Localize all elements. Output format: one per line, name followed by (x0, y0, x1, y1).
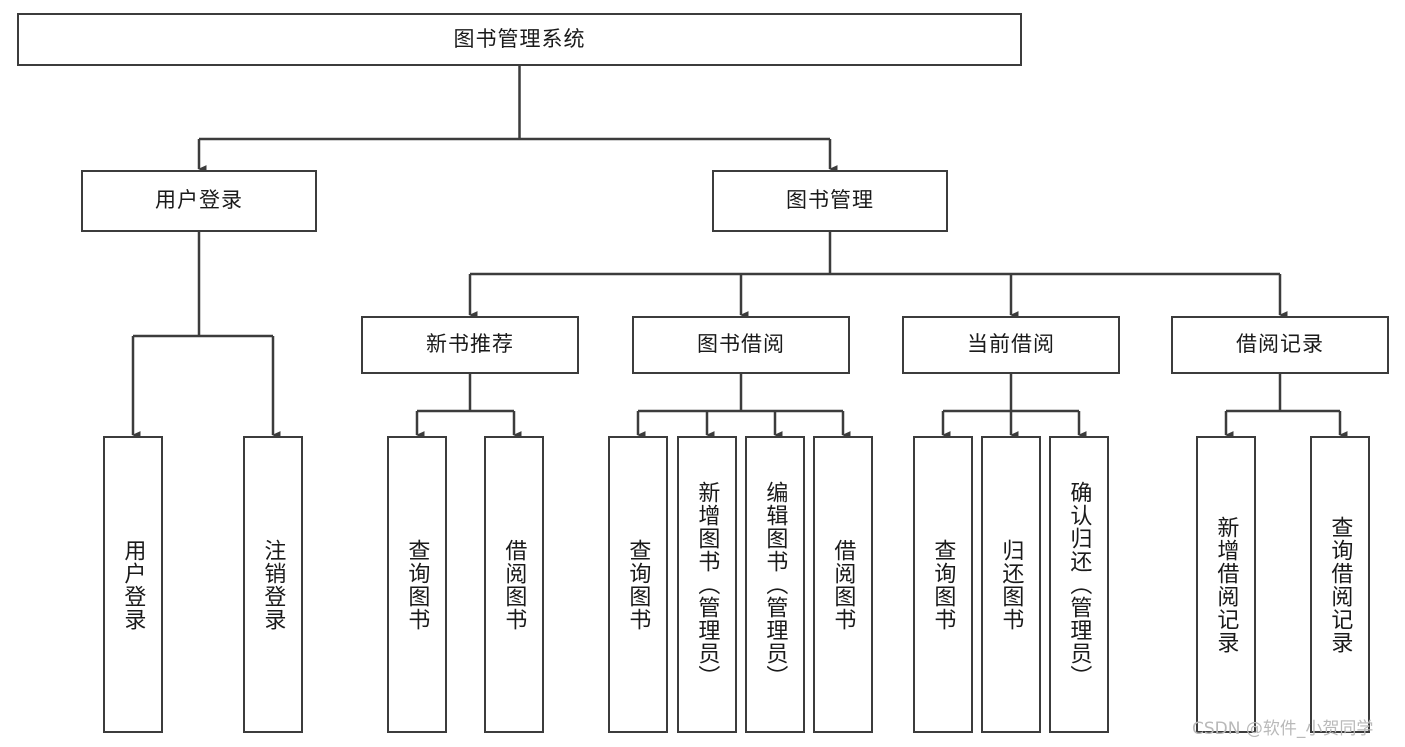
node-cb-query-book: 查询图书 (913, 436, 973, 733)
node-label: 图书管理 (786, 189, 874, 213)
node-nbr-borrow-book: 借阅图书 (484, 436, 544, 733)
node-label: 新增图书（管理员） (695, 481, 721, 688)
node-book-management: 图书管理 (712, 170, 948, 232)
node-root: 图书管理系统 (17, 13, 1022, 66)
node-bb-add-book: 新增图书（管理员） (677, 436, 737, 733)
node-nbr-query-book: 查询图书 (387, 436, 447, 733)
node-new-book-recommend: 新书推荐 (361, 316, 579, 374)
node-label: 借阅图书 (502, 538, 528, 631)
node-book-borrow: 图书借阅 (632, 316, 850, 374)
node-label: 当前借阅 (967, 333, 1055, 357)
node-user-logout: 注销登录 (243, 436, 303, 733)
node-label: 借阅图书 (831, 538, 857, 631)
node-label: 新书推荐 (426, 333, 514, 357)
node-current-borrow: 当前借阅 (902, 316, 1120, 374)
node-label: 新增借阅记录 (1214, 515, 1240, 654)
node-label: 用户登录 (155, 189, 243, 213)
node-borrow-record: 借阅记录 (1171, 316, 1389, 374)
node-label: 归还图书 (999, 538, 1025, 631)
node-label: 图书借阅 (697, 333, 785, 357)
node-label: 查询借阅记录 (1328, 515, 1354, 654)
node-label: 确认归还（管理员） (1067, 481, 1093, 688)
node-cb-confirm-return: 确认归还（管理员） (1049, 436, 1109, 733)
node-label: 借阅记录 (1236, 333, 1324, 357)
csdn-watermark: CSDN @软件_小贺同学 (1192, 719, 1374, 739)
node-cb-return-book: 归还图书 (981, 436, 1041, 733)
node-bb-borrow-book: 借阅图书 (813, 436, 873, 733)
node-user-login: 用户登录 (81, 170, 317, 232)
node-user-login-do: 用户登录 (103, 436, 163, 733)
node-label: 查询图书 (931, 538, 957, 631)
node-label: 图书管理系统 (453, 27, 586, 51)
node-label: 编辑图书（管理员） (763, 481, 789, 688)
node-br-add-record: 新增借阅记录 (1196, 436, 1256, 733)
node-bb-edit-book: 编辑图书（管理员） (745, 436, 805, 733)
node-br-query-record: 查询借阅记录 (1310, 436, 1370, 733)
node-bb-query-book: 查询图书 (608, 436, 668, 733)
node-label: 注销登录 (261, 538, 287, 631)
node-label: 用户登录 (121, 538, 147, 631)
node-label: 查询图书 (626, 538, 652, 631)
node-label: 查询图书 (405, 538, 431, 631)
